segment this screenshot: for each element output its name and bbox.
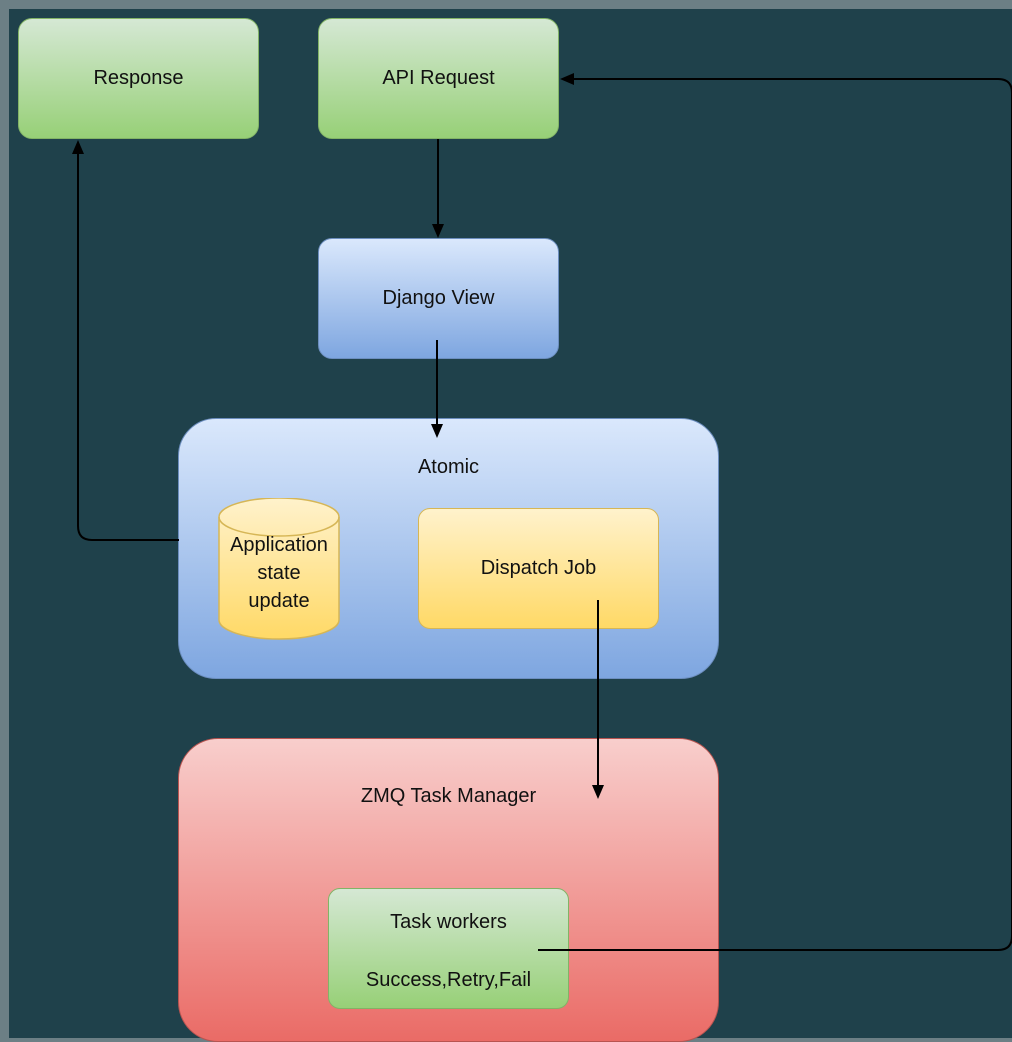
api-request-label: API Request [382,67,495,89]
dispatch-job-label: Dispatch Job [480,557,597,579]
app-state-line-3: update [248,590,310,612]
api-request-node: API Request [318,18,559,139]
atomic-label: Atomic [417,456,480,478]
cylinder-shape [218,498,340,640]
django-view-label: Django View [382,287,495,309]
zmq-task-manager-label: ZMQ Task Manager [360,785,537,807]
arrowhead-atomic-to-response [72,140,84,154]
arrowhead-workers-to-api [560,73,574,85]
task-workers-label: Task workers [390,911,507,933]
task-workers-node: Task workers Success,Retry,Fail [328,888,569,1009]
app-state-line-2: state [257,562,301,584]
dispatch-job-node: Dispatch Job [418,508,659,629]
arrowhead-dispatch-to-zmq [592,785,604,799]
response-label: Response [93,67,184,89]
edge-atomic-to-response [77,152,179,541]
arrowhead-api-to-django [432,224,444,238]
arrowhead-django-to-atomic [431,424,443,438]
django-view-node: Django View [318,238,559,359]
app-state-line-1: Application [230,534,328,556]
response-node: Response [18,18,259,139]
app-state-cylinder: Application state update [218,498,340,640]
edge-workers-to-api [538,78,1012,951]
task-outcomes-label: Success,Retry,Fail [365,969,532,991]
